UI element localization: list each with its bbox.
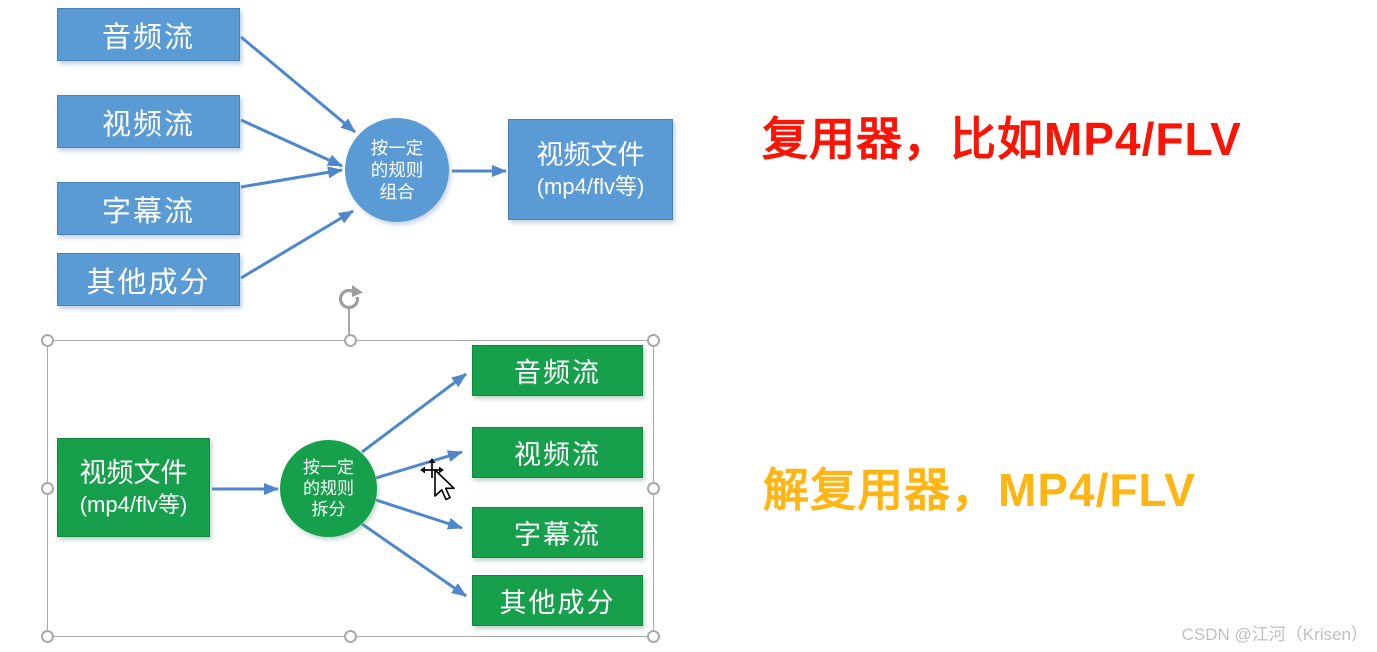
selection-handle-bottom-left[interactable]	[41, 630, 54, 643]
rotate-handle-stem	[348, 309, 350, 336]
selection-handle-bottom-right[interactable]	[647, 630, 660, 643]
demux-stream-box-subtitle[interactable]: 字幕流	[472, 507, 643, 558]
mux-stream-box-subtitle[interactable]: 字幕流	[57, 182, 240, 235]
selection-handle-middle-left[interactable]	[41, 482, 54, 495]
demux-rule-line2: 的规则	[303, 479, 354, 498]
selection-handle-bottom-center[interactable]	[344, 630, 357, 643]
mux-file-title: 视频文件	[536, 139, 645, 170]
demux-file-title: 视频文件	[79, 457, 188, 488]
mux-output-file-box[interactable]: 视频文件 (mp4/flv等)	[508, 119, 673, 220]
demux-rule-line1: 按一定	[303, 458, 354, 477]
mux-rule-line2: 的规则	[370, 160, 424, 180]
mux-stream-box-other[interactable]: 其他成分	[57, 253, 240, 306]
demux-headline[interactable]: 解复用器，MP4/FLV	[763, 464, 1196, 516]
arrow-mux-video	[240, 118, 343, 168]
demux-file-subtitle: (mp4/flv等)	[79, 491, 188, 517]
mux-stream-box-video[interactable]: 视频流	[57, 95, 240, 148]
mux-stream-box-audio[interactable]: 音频流	[57, 8, 240, 61]
move-cursor-icon	[420, 458, 455, 501]
rotate-handle-icon[interactable]	[334, 283, 364, 313]
demux-stream-box-audio[interactable]: 音频流	[472, 345, 643, 396]
mux-headline[interactable]: 复用器，比如MP4/FLV	[762, 113, 1242, 165]
mux-rule-line1: 按一定	[370, 138, 424, 158]
selection-handle-top-right[interactable]	[647, 334, 660, 347]
demux-input-file-box[interactable]: 视频文件 (mp4/flv等)	[57, 438, 210, 537]
arrow-mux-audio	[240, 35, 356, 134]
selection-handle-middle-right[interactable]	[647, 482, 660, 495]
demux-stream-box-other[interactable]: 其他成分	[472, 575, 643, 626]
mux-rule-circle[interactable]: 按一定 的规则 组合	[345, 118, 449, 222]
arrow-mux-other	[240, 209, 354, 280]
mux-rule-line3: 组合	[379, 182, 415, 202]
demux-rule-line3: 拆分	[311, 500, 346, 519]
demux-stream-box-video[interactable]: 视频流	[472, 427, 643, 478]
watermark: CSDN @江河（Krisen）	[1181, 625, 1368, 644]
demux-rule-circle[interactable]: 按一定 的规则 拆分	[280, 440, 377, 537]
selection-handle-top-left[interactable]	[41, 334, 54, 347]
selection-handle-top-center[interactable]	[344, 334, 357, 347]
mux-file-subtitle: (mp4/flv等)	[536, 173, 645, 199]
arrow-mux-subtitle	[240, 166, 343, 189]
